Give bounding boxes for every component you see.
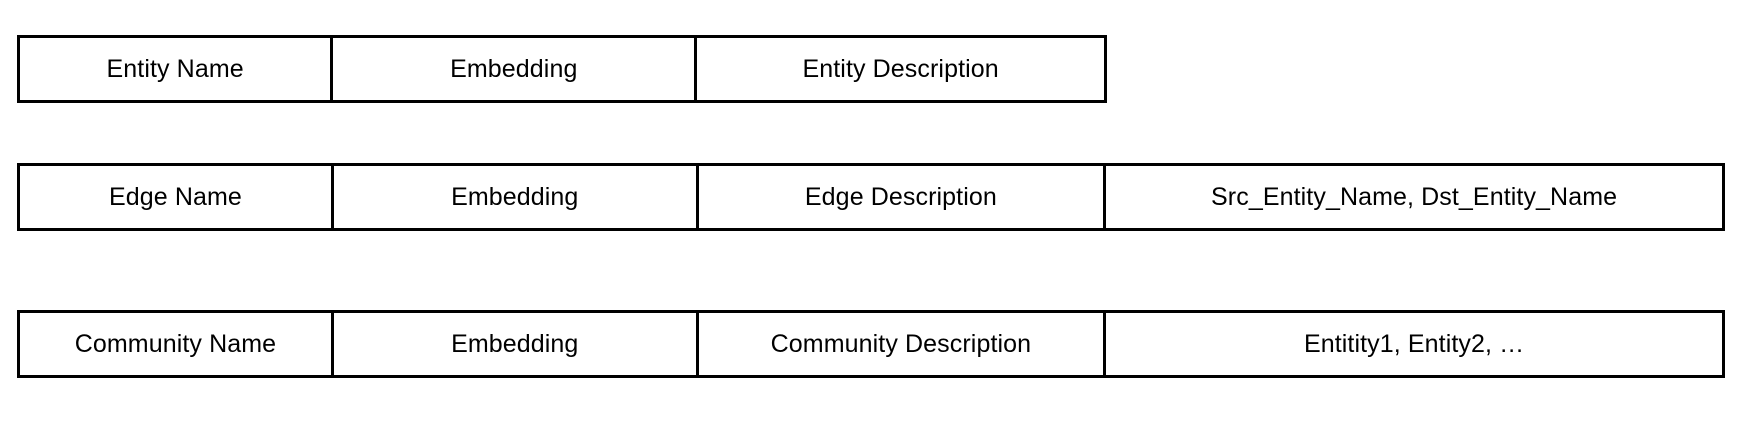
community-embedding-cell: Embedding	[334, 313, 699, 375]
entity-embedding-cell: Embedding	[333, 38, 698, 100]
edge-endpoints-cell: Src_Entity_Name, Dst_Entity_Name	[1211, 182, 1618, 211]
community-name-cell: Community Name	[20, 313, 334, 375]
edge-name-cell: Edge Name	[20, 166, 334, 228]
community-members-cell: Entitity1, Entity2, …	[1303, 329, 1525, 358]
entity-name-cell: Entity Name	[20, 38, 334, 100]
edge-description-cell: Edge Description	[699, 166, 1107, 228]
community-schema-row: Community Name Embedding Community Descr…	[17, 310, 1725, 378]
entity-description-cell: Entity Description	[802, 54, 999, 83]
edge-embedding-cell: Embedding	[334, 166, 699, 228]
edge-schema-row: Edge Name Embedding Edge Description Src…	[17, 163, 1725, 231]
entity-schema-row: Entity Name Embedding Entity Description	[17, 35, 1107, 103]
community-description-cell: Community Description	[699, 313, 1107, 375]
